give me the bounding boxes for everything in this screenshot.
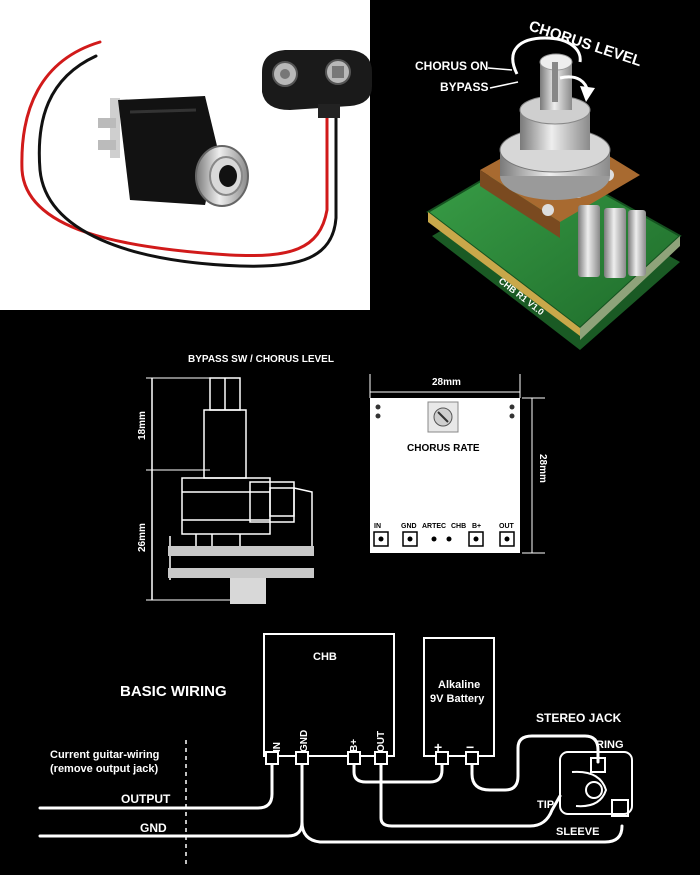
side-pcb bbox=[168, 546, 314, 604]
pot-lug bbox=[578, 205, 600, 277]
stereo-jack-label: STEREO JACK bbox=[536, 711, 622, 725]
chorus-on-leader bbox=[487, 67, 513, 71]
gnd-label: GND bbox=[140, 821, 167, 835]
wires bbox=[38, 734, 624, 844]
battery-line2: 9V Battery bbox=[430, 693, 485, 705]
chorus-level-arrow bbox=[511, 36, 595, 102]
battery-line1: Alkaline bbox=[438, 679, 480, 691]
wire-out-to-tip bbox=[379, 760, 562, 828]
dim-top-label: 18mm bbox=[137, 411, 148, 440]
battery-clip-wires bbox=[20, 40, 338, 268]
dim-height-label: 28mm bbox=[537, 454, 548, 483]
module-photo: CHB R1 V1.0 bbox=[426, 53, 682, 350]
pad-label-bplus: B+ bbox=[472, 523, 481, 530]
pot-lug bbox=[628, 210, 646, 276]
current-wiring-line1: Current guitar-wiring bbox=[50, 749, 159, 761]
stereo-jack-symbol bbox=[559, 751, 633, 817]
output-label: OUTPUT bbox=[121, 792, 171, 806]
pot-lug bbox=[604, 208, 626, 278]
battery-box bbox=[423, 637, 495, 757]
tip-label: TIP bbox=[537, 799, 554, 811]
pad-label-chb: CHB bbox=[451, 523, 466, 530]
pad-labels: IN GND ARTEC CHB B+ OUT bbox=[374, 523, 515, 530]
pin-label-gnd: GND bbox=[299, 730, 310, 752]
stereo-jack-photo bbox=[98, 96, 249, 207]
current-wiring-line2: (remove output jack) bbox=[50, 763, 159, 775]
bypass-label: BYPASS bbox=[440, 80, 488, 94]
chb-module-label: CHB bbox=[313, 651, 337, 663]
pad-label-in: IN bbox=[374, 523, 381, 530]
chorus-rate-label: CHORUS RATE bbox=[407, 443, 480, 454]
side-drawing-title: BYPASS SW / CHORUS LEVEL bbox=[188, 354, 334, 365]
wire-battery-to-ring bbox=[470, 734, 600, 792]
pad-label-artec: ARTEC bbox=[422, 523, 446, 530]
battery-plus: + bbox=[434, 739, 442, 755]
sleeve-label: SLEEVE bbox=[556, 826, 599, 838]
pad-label-gnd: GND bbox=[401, 523, 417, 530]
basic-wiring-title: BASIC WIRING bbox=[120, 683, 227, 700]
solder-pads bbox=[265, 751, 479, 765]
ring-label: RING bbox=[596, 739, 624, 751]
side-drawing bbox=[146, 377, 313, 601]
pin-label-bplus: B+ bbox=[349, 739, 360, 752]
top-drawing bbox=[369, 374, 545, 554]
battery-minus: − bbox=[466, 739, 474, 755]
pad-label-out: OUT bbox=[499, 523, 515, 530]
pin-label-out: OUT bbox=[376, 731, 387, 752]
chorus-on-label: CHORUS ON bbox=[415, 59, 488, 73]
pin-label-in: IN bbox=[272, 742, 283, 752]
battery-clip bbox=[262, 50, 372, 118]
dim-width-label: 28mm bbox=[432, 377, 461, 388]
dim-bottom-label: 26mm bbox=[137, 523, 148, 552]
wire-gnd-to-sleeve bbox=[300, 820, 624, 844]
wire-bplus-to-battery bbox=[352, 760, 444, 784]
wire-output-to-in bbox=[38, 760, 274, 810]
bypass-leader bbox=[489, 81, 519, 89]
chb-module-box bbox=[263, 633, 395, 757]
